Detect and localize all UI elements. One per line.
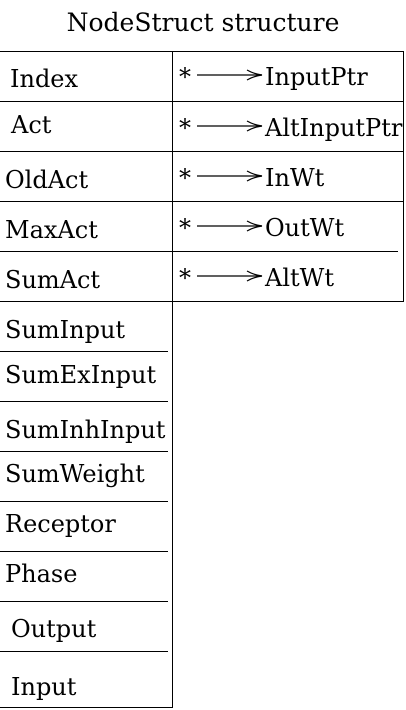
pointer-altinputptr: * AltInputPtr	[179, 113, 402, 143]
field-suminput: SumInput	[5, 316, 126, 344]
pointer-marker: *	[179, 264, 191, 292]
field-input: Input	[11, 673, 77, 701]
arrow-right-icon	[197, 69, 263, 81]
field-output: Output	[11, 615, 97, 643]
field-divider	[0, 351, 168, 352]
pointer-altwt: * AltWt	[179, 263, 334, 293]
field-divider	[0, 201, 173, 202]
pointer-inputptr: * InputPtr	[179, 62, 368, 92]
pointer-label: InWt	[265, 164, 325, 192]
pointer-label: OutWt	[265, 214, 345, 242]
pointer-label: AltInputPtr	[265, 114, 403, 142]
pointer-marker: *	[179, 164, 191, 192]
field-divider	[0, 451, 168, 452]
field-divider	[0, 651, 168, 652]
field-divider	[0, 501, 168, 502]
pointer-marker: *	[179, 214, 191, 242]
pointer-inwt: * InWt	[179, 163, 324, 193]
arrow-right-icon	[197, 120, 263, 132]
field-maxact: MaxAct	[5, 216, 98, 244]
field-act: Act	[11, 111, 52, 139]
field-divider	[0, 251, 173, 252]
struct-pointers-box	[173, 51, 404, 302]
field-divider	[0, 551, 168, 552]
pointer-label: InputPtr	[265, 63, 368, 91]
field-divider	[0, 601, 168, 602]
arrow-right-icon	[197, 220, 263, 232]
pointer-divider	[173, 251, 398, 252]
field-sumweight: SumWeight	[5, 460, 145, 488]
field-receptor: Receptor	[5, 510, 116, 538]
field-divider	[0, 101, 173, 102]
field-index: Index	[10, 65, 79, 93]
pointer-divider	[173, 101, 404, 102]
field-divider	[0, 301, 173, 302]
pointer-label: AltWt	[265, 264, 334, 292]
field-phase: Phase	[5, 560, 78, 588]
diagram-title: NodeStruct structure	[66, 8, 340, 37]
field-sumexinput: SumExInput	[5, 361, 157, 389]
arrow-right-icon	[197, 270, 263, 282]
arrow-right-icon	[197, 170, 263, 182]
field-divider	[0, 401, 168, 402]
field-suminhinput: SumInhInput	[5, 416, 166, 444]
pointer-divider	[173, 201, 404, 202]
field-sumact: SumAct	[5, 266, 101, 294]
field-oldact: OldAct	[5, 166, 89, 194]
struct-fields-box	[0, 51, 173, 708]
pointer-marker: *	[179, 114, 191, 142]
pointer-marker: *	[179, 63, 191, 91]
field-divider	[0, 151, 173, 152]
pointer-outwt: * OutWt	[179, 213, 344, 243]
pointer-divider	[173, 151, 404, 152]
